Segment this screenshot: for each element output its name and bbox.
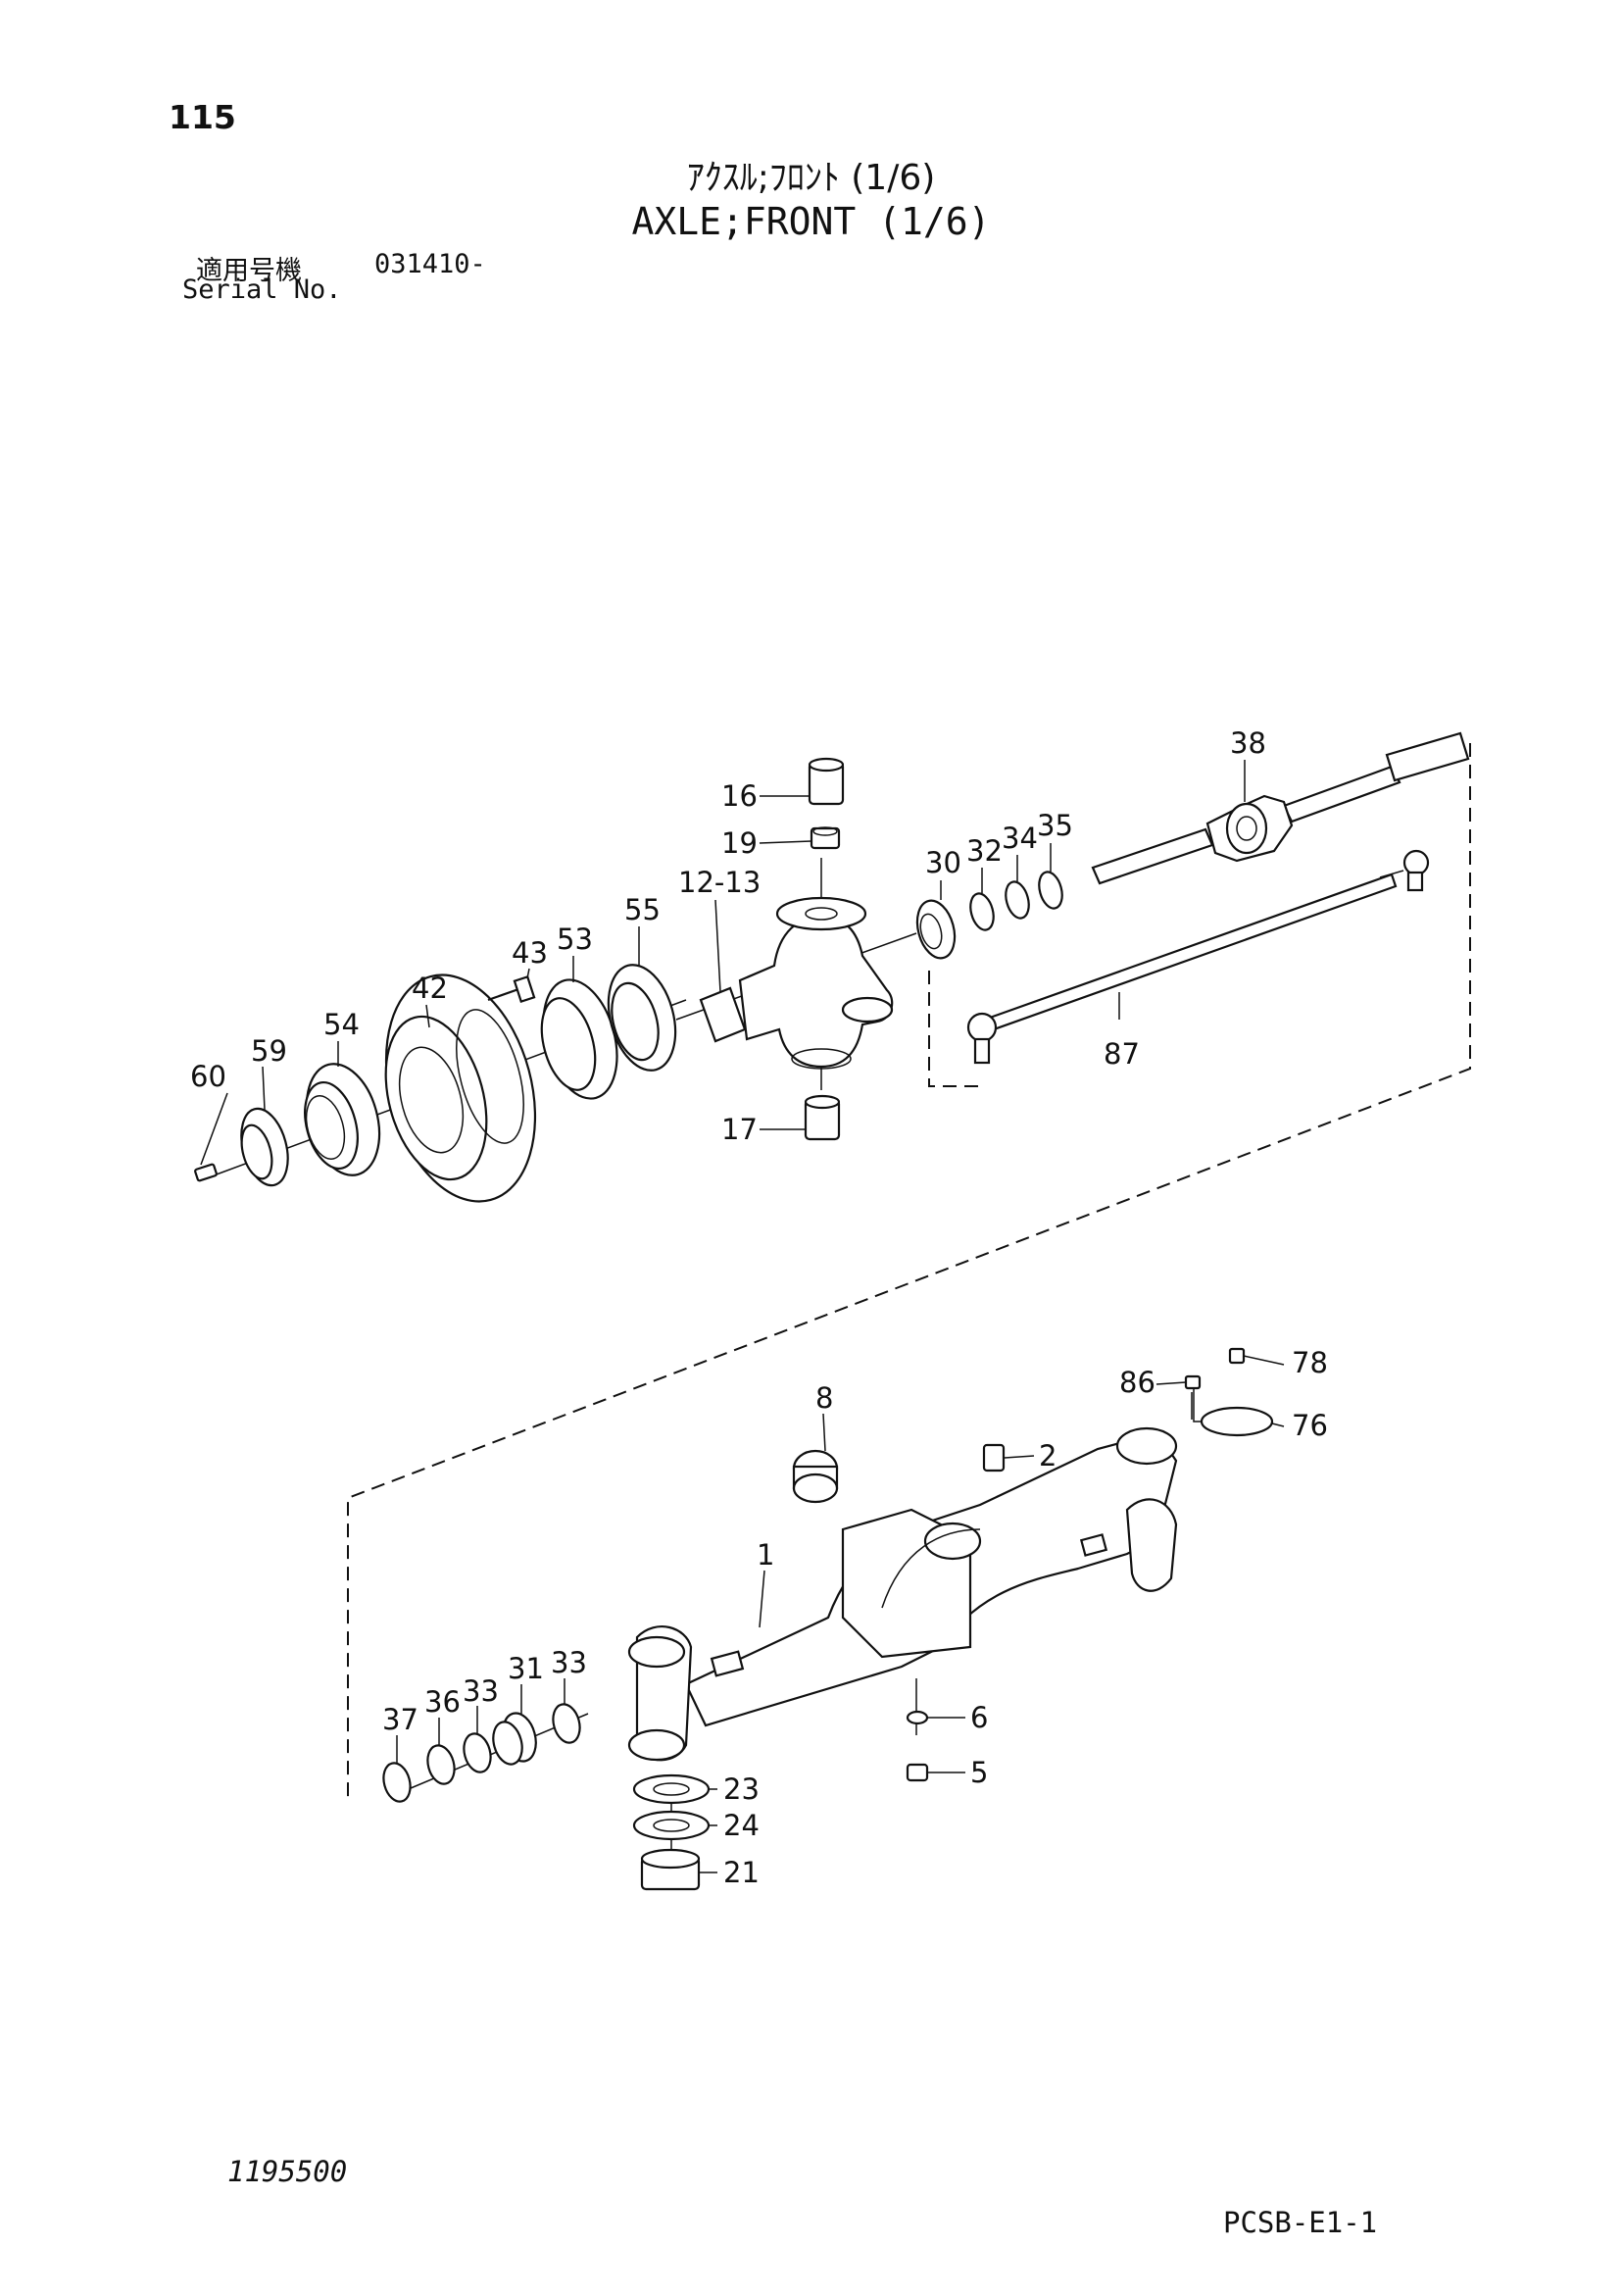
callout-32: 32 [966,834,1003,868]
part-43-stud-bolt [487,974,536,1004]
part-33-ring-b [463,1732,492,1773]
callout-33-lower: 33 [463,1674,499,1708]
part-6-washer [906,1710,929,1725]
callout-12-13: 12-13 [678,866,761,899]
callout-54: 54 [323,1008,360,1041]
callout-42: 42 [412,972,448,1005]
callout-8: 8 [815,1381,833,1415]
serial-label-japanese: 適用号機 [196,256,302,286]
document-code: 1195500 [227,2155,348,2188]
callout-43: 43 [512,936,548,970]
part-19-bearing [810,826,841,850]
callout-76: 76 [1292,1409,1328,1442]
part-34-ring [1005,880,1030,920]
part-1-axle-housing [627,1426,1178,1762]
callout-30: 30 [925,846,961,879]
callout-36: 36 [424,1685,461,1719]
callout-labels: 60 59 54 42 43 53 55 12-13 16 19 17 30 3… [190,726,1328,1889]
part-31-bearing [492,1712,537,1766]
part-87-tie-rod [966,849,1430,1065]
callout-38: 38 [1230,726,1266,760]
part-55-seal [607,964,677,1072]
part-35-ring [1038,871,1063,910]
part-23-washer [632,1773,711,1805]
part-8-bush [792,1449,839,1504]
callout-2: 2 [1039,1439,1057,1472]
part-2-plug [982,1443,1006,1472]
part-33-ring-a [552,1703,581,1744]
part-30-bush [915,899,957,960]
callout-55: 55 [624,893,661,926]
callout-21: 21 [723,1856,760,1889]
part-16-king-pin-bush [808,757,845,806]
callout-17: 17 [721,1113,758,1146]
callout-35: 35 [1037,809,1073,842]
page-number: 115 [169,98,236,136]
serial-label-english: Serial No. [182,275,342,305]
title-english: AXLE;FRONT (1/6) [631,200,991,243]
callout-87: 87 [1104,1037,1140,1071]
part-24-washer [632,1810,711,1841]
callout-1: 1 [757,1538,774,1572]
title-japanese: ｱｸｽﾙ;ﾌﾛﾝﾄ (1/6) [686,158,936,198]
callout-33-upper: 33 [551,1646,587,1679]
callout-86: 86 [1119,1366,1155,1399]
assembly-boundary [347,743,1471,1799]
callout-16: 16 [721,779,758,813]
callout-5: 5 [970,1756,988,1789]
part-32-ring [969,892,995,931]
callout-23: 23 [723,1772,760,1806]
callout-6: 6 [970,1701,988,1734]
part-12-13-steering-knuckle [699,896,894,1070]
part-60-bolt [194,1163,218,1182]
part-37-ring [382,1762,412,1803]
part-76-cover-plate [1200,1406,1274,1437]
part-78-bolt [1228,1347,1246,1365]
part-54-bearing [304,1063,381,1176]
part-59-lock-nut [240,1107,289,1187]
part-53-bearing [540,978,618,1100]
callout-78: 78 [1292,1346,1328,1379]
part-21-bearing [640,1848,701,1891]
callout-24: 24 [723,1809,760,1842]
leader-lines [200,760,1285,1873]
callout-34: 34 [1002,822,1038,855]
part-17-king-pin-bush [804,1094,841,1141]
part-36-ring [426,1744,456,1785]
callout-59: 59 [251,1034,287,1068]
callout-37: 37 [382,1703,418,1736]
callout-31: 31 [508,1652,544,1685]
callout-60: 60 [190,1060,226,1093]
part-38-drive-shaft [1091,731,1470,885]
sheet-code: PCSB-E1-1 [1223,2206,1378,2239]
callout-19: 19 [721,826,758,860]
serial-number-value: 031410- [374,249,486,279]
part-5-bolt [906,1763,929,1782]
callout-53: 53 [557,923,593,956]
part-86-bolt [1184,1374,1202,1390]
part-42-wheel-hub [384,973,537,1203]
